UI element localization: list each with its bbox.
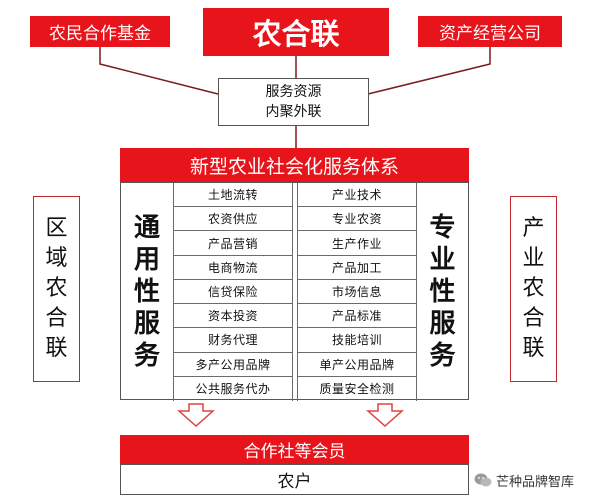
regional-nonghelian-char: 农 — [45, 276, 68, 301]
general-service-item: 多产公用品牌 — [174, 353, 292, 377]
professional-service-item: 市场信息 — [298, 280, 416, 305]
regional-nonghelian-char: 域 — [45, 246, 68, 271]
professional-service-item: 产品标准 — [298, 304, 416, 329]
industry-nonghelian-char: 业 — [522, 246, 545, 271]
down-arrow-right — [366, 403, 404, 428]
down-arrow-left — [177, 403, 215, 428]
wechat-icon — [474, 473, 492, 487]
general-services-list: 土地流转 农资供应 产品营销 电商物流 信贷保险 资本投资 财务代理 多产公用品… — [173, 183, 293, 401]
professional-service-item: 技能培训 — [298, 328, 416, 353]
professional-services-char: 专 — [429, 213, 456, 243]
general-services-char: 用 — [133, 245, 160, 275]
industry-nonghelian-box: 产 业 农 合 联 — [510, 196, 557, 382]
professional-services-char: 性 — [429, 277, 456, 307]
services-panel: 通 用 性 服 务 土地流转 农资供应 产品营销 电商物流 信贷保险 资本投资 … — [120, 182, 469, 401]
general-services-char: 通 — [133, 213, 160, 243]
nonghelian-title-box: 农合联 — [203, 8, 389, 56]
service-system-title-bar: 新型农业社会化服务体系 — [120, 148, 469, 182]
general-services-char: 服 — [133, 309, 160, 339]
professional-service-item: 产业技术 — [298, 183, 416, 208]
industry-nonghelian-char: 产 — [522, 216, 545, 241]
industry-nonghelian-char: 农 — [522, 276, 545, 301]
regional-nonghelian-box: 区 域 农 合 联 — [33, 196, 80, 382]
farmer-cooperation-fund-label: 农民合作基金 — [49, 24, 151, 44]
farmers-label: 农户 — [277, 472, 312, 492]
right-connector-line — [367, 46, 491, 95]
regional-nonghelian-char: 区 — [45, 216, 68, 241]
professional-service-item: 生产作业 — [298, 231, 416, 256]
general-service-item: 信贷保险 — [174, 280, 292, 305]
regional-nonghelian-char: 合 — [45, 306, 68, 331]
industry-nonghelian-char: 合 — [522, 306, 545, 331]
farmers-box: 农户 — [120, 464, 469, 495]
general-service-item: 公共服务代办 — [195, 382, 271, 397]
general-service-item: 产品营销 — [174, 231, 292, 256]
general-service-item: 资本投资 — [174, 304, 292, 329]
professional-services-label: 专 业 性 服 务 — [417, 183, 468, 401]
general-services-char: 务 — [133, 341, 160, 371]
professional-services-char: 服 — [429, 309, 456, 339]
general-services-label: 通 用 性 服 务 — [121, 183, 173, 401]
farmer-cooperation-fund-box: 农民合作基金 — [30, 16, 170, 47]
general-service-item: 电商物流 — [174, 256, 292, 280]
asset-management-company-label: 资产经营公司 — [439, 24, 541, 44]
nonghelian-title: 农合联 — [252, 17, 340, 51]
service-resources-line2: 内聚外联 — [265, 104, 322, 120]
general-service-item: 农资供应 — [174, 207, 292, 232]
regional-nonghelian-char: 联 — [45, 336, 68, 361]
professional-services-list: 产业技术 专业农资 生产作业 产品加工 市场信息 产品标准 技能培训 单产公用品… — [297, 183, 417, 401]
service-resources-line1: 服务资源 — [265, 84, 322, 100]
general-service-item: 财务代理 — [174, 328, 292, 353]
cooperative-members-bar: 合作社等会员 — [120, 435, 469, 464]
left-connector-line — [99, 46, 219, 95]
general-service-item: 土地流转 — [174, 183, 292, 208]
professional-service-item: 质量安全检测 — [319, 382, 395, 397]
professional-service-item: 产品加工 — [298, 256, 416, 280]
general-services-char: 性 — [133, 277, 160, 307]
watermark-text: 芒种品牌智库 — [496, 474, 575, 490]
asset-management-company-box: 资产经营公司 — [418, 16, 562, 47]
watermark: 芒种品牌智库 — [474, 469, 590, 491]
professional-service-item: 单产公用品牌 — [298, 353, 416, 377]
professional-services-char: 务 — [429, 341, 456, 371]
professional-services-char: 业 — [429, 245, 456, 275]
service-system-title: 新型农业社会化服务体系 — [189, 155, 399, 178]
industry-nonghelian-char: 联 — [522, 336, 545, 361]
professional-service-item: 专业农资 — [298, 207, 416, 232]
cooperative-members-label: 合作社等会员 — [243, 442, 346, 462]
service-resources-box: 服务资源 内聚外联 — [218, 78, 369, 126]
